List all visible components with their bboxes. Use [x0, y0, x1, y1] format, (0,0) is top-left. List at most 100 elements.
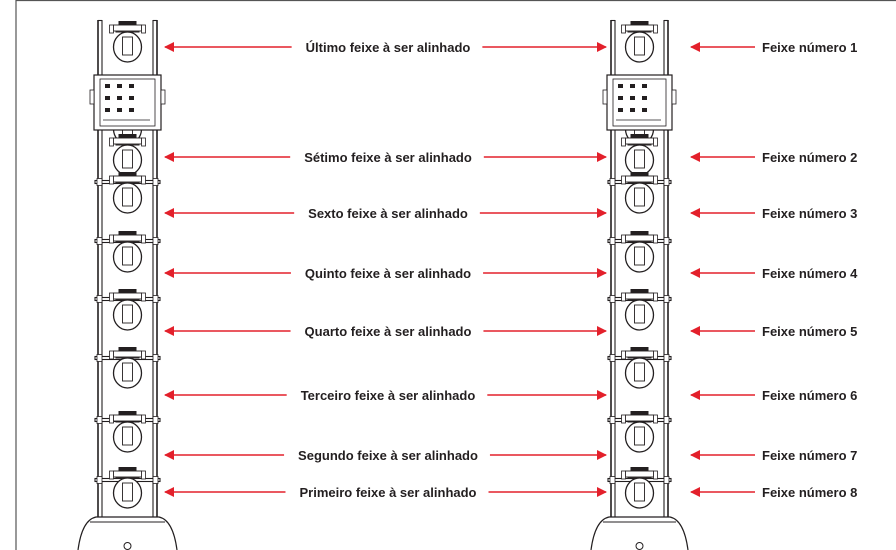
panel-component: [642, 108, 647, 112]
right-label: Feixe número 2: [762, 150, 857, 165]
horn-clip: [621, 292, 626, 302]
horn-antenna: [621, 289, 658, 331]
bar-clamp: [96, 476, 103, 484]
horn-bracket: [625, 414, 654, 422]
panel-component: [630, 84, 635, 88]
bar-clamp: [609, 476, 616, 484]
middle-label: Segundo feixe à ser alinhado: [298, 448, 478, 463]
horn-mount: [630, 231, 649, 235]
horn-clip: [621, 470, 626, 480]
panel-component: [105, 96, 110, 100]
horn-antenna: [621, 21, 658, 63]
bar-clamp: [609, 416, 616, 424]
right-label: Feixe número 5: [762, 324, 857, 339]
horn-clip: [141, 414, 146, 424]
horn-feed: [122, 36, 133, 56]
bar-clamp: [609, 295, 616, 303]
horn-clip: [141, 470, 146, 480]
horn-clip: [653, 292, 658, 302]
panel-hinge: [160, 89, 166, 105]
right-label: Feixe número 6: [762, 388, 857, 403]
horn-clip: [621, 175, 626, 185]
horn-clip: [109, 137, 114, 147]
horn-antenna: [109, 289, 146, 331]
horn-antenna: [621, 411, 658, 453]
horn-feed: [634, 246, 645, 266]
horn-feed: [122, 187, 133, 207]
horn-bracket: [625, 175, 654, 183]
horn-mount: [118, 289, 137, 293]
horn-feed: [634, 149, 645, 169]
horn-bracket: [113, 414, 142, 422]
panel-component: [630, 96, 635, 100]
panel-hinge: [671, 89, 677, 105]
right-label: Feixe número 8: [762, 485, 857, 500]
horn-bracket: [113, 470, 142, 478]
horn-mount: [630, 134, 649, 138]
horn-clip: [141, 234, 146, 244]
right-label: Feixe número 7: [762, 448, 857, 463]
horn-clip: [653, 470, 658, 480]
middle-label: Último feixe à ser alinhado: [306, 40, 471, 55]
panel-hinge: [89, 89, 95, 105]
panel-component: [618, 84, 623, 88]
bar-clamp: [609, 237, 616, 245]
horn-bracket: [625, 292, 654, 300]
horn-antenna: [621, 347, 658, 389]
bar-clamp: [609, 354, 616, 362]
horn-mount: [630, 289, 649, 293]
horn-mount: [630, 467, 649, 471]
horn-antenna: [109, 134, 146, 176]
bar-clamp: [152, 416, 159, 424]
middle-label: Primeiro feixe à ser alinhado: [299, 485, 476, 500]
horn-feed: [122, 362, 133, 382]
horn-antenna: [621, 467, 658, 509]
horn-feed: [634, 187, 645, 207]
horn-clip: [621, 414, 626, 424]
panel-component: [630, 108, 635, 112]
bar-clamp: [152, 476, 159, 484]
horn-antenna: [109, 411, 146, 453]
bar-clamp: [663, 416, 670, 424]
base-bolt: [123, 542, 132, 550]
horn-clip: [141, 350, 146, 360]
horn-feed: [634, 304, 645, 324]
bar-clamp: [663, 178, 670, 186]
middle-label: Terceiro feixe à ser alinhado: [301, 388, 476, 403]
bar-clamp: [152, 354, 159, 362]
base-foot: [590, 516, 689, 550]
horn-bracket: [113, 175, 142, 183]
horn-feed: [122, 149, 133, 169]
horn-bracket: [113, 292, 142, 300]
panel-component: [105, 108, 110, 112]
horn-mount: [118, 411, 137, 415]
horn-bracket: [625, 137, 654, 145]
horn-antenna: [621, 231, 658, 273]
panel-component: [642, 84, 647, 88]
bar-clamp: [609, 178, 616, 186]
horn-bracket: [113, 137, 142, 145]
horn-clip: [141, 292, 146, 302]
horn-clip: [653, 414, 658, 424]
bar-clamp: [96, 178, 103, 186]
horn-antenna: [109, 347, 146, 389]
horn-antenna: [621, 134, 658, 176]
horn-feed: [634, 426, 645, 446]
horn-antenna: [109, 231, 146, 273]
horn-clip: [141, 24, 146, 34]
middle-label: Sexto feixe à ser alinhado: [308, 206, 468, 221]
panel-component: [618, 108, 623, 112]
horn-clip: [109, 414, 114, 424]
bar-clamp: [152, 178, 159, 186]
panel-component: [117, 84, 122, 88]
horn-mount: [630, 347, 649, 351]
panel-component: [105, 84, 110, 88]
right-label: Feixe número 3: [762, 206, 857, 221]
control-panel-box: [89, 74, 166, 131]
horn-feed: [122, 426, 133, 446]
horn-clip: [141, 175, 146, 185]
horn-clip: [109, 24, 114, 34]
antenna-tower-right: [590, 19, 689, 550]
